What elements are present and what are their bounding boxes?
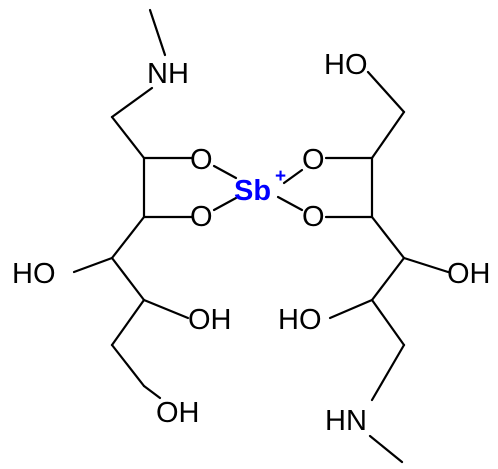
label-o-left-lower: O [190, 201, 213, 233]
label-sb-charge: + [275, 166, 286, 187]
bond-c5-hn-right [370, 343, 406, 402]
bond-c5-c6-left [110, 343, 146, 388]
bond-c3-c4-right [370, 256, 406, 302]
bond-c4-c5-right [370, 298, 406, 347]
label-oh-left-low: OH [188, 304, 232, 336]
label-nh-top: NH [147, 58, 189, 90]
bond-c3-c4-left [110, 256, 146, 302]
bond-nh-ch2-left [110, 86, 154, 119]
label-ho-right-low: HO [278, 304, 322, 336]
label-ho-left-mid: HO [12, 258, 56, 290]
bond-methyl-nh-top [148, 8, 167, 57]
bond-ch2-c1-left [110, 115, 146, 160]
label-o-right-lower: O [302, 201, 325, 233]
bond-c4-oh-left [142, 298, 190, 320]
bond-c2-c3-left [110, 215, 146, 260]
bond-o-sb-left-lower [212, 196, 238, 212]
bond-c3-oh-right [402, 256, 450, 274]
label-o-left-upper: O [190, 144, 213, 176]
bond-c4-c5-left [110, 298, 146, 347]
bond-c2-c3-right [370, 215, 406, 260]
bond-c6-oh-left [142, 384, 162, 400]
bond-c3-ho-left [72, 256, 114, 274]
label-oh-right-mid: OH [447, 258, 491, 290]
bond-ho-ch2-right [366, 70, 406, 114]
label-hn-bottom: HN [325, 405, 367, 437]
atom-labels: NH HO O O O O Sb + HO OH OH OH HO HN [12, 49, 491, 437]
bond-hn-methyl-bottom [368, 434, 404, 464]
bond-o-sb-left-upper [212, 164, 238, 180]
label-o-right-upper: O [302, 144, 325, 176]
bond-o-sb-right-lower [276, 195, 304, 212]
bond-o-sb-right-upper [282, 168, 304, 185]
label-sb: Sb [234, 175, 271, 207]
label-ho-top-right: HO [324, 49, 368, 81]
bond-ch2-c1-right [370, 110, 406, 160]
label-oh-left-bottom: OH [156, 397, 200, 429]
bond-c4-ho-right [328, 298, 374, 320]
bonds [72, 8, 450, 464]
